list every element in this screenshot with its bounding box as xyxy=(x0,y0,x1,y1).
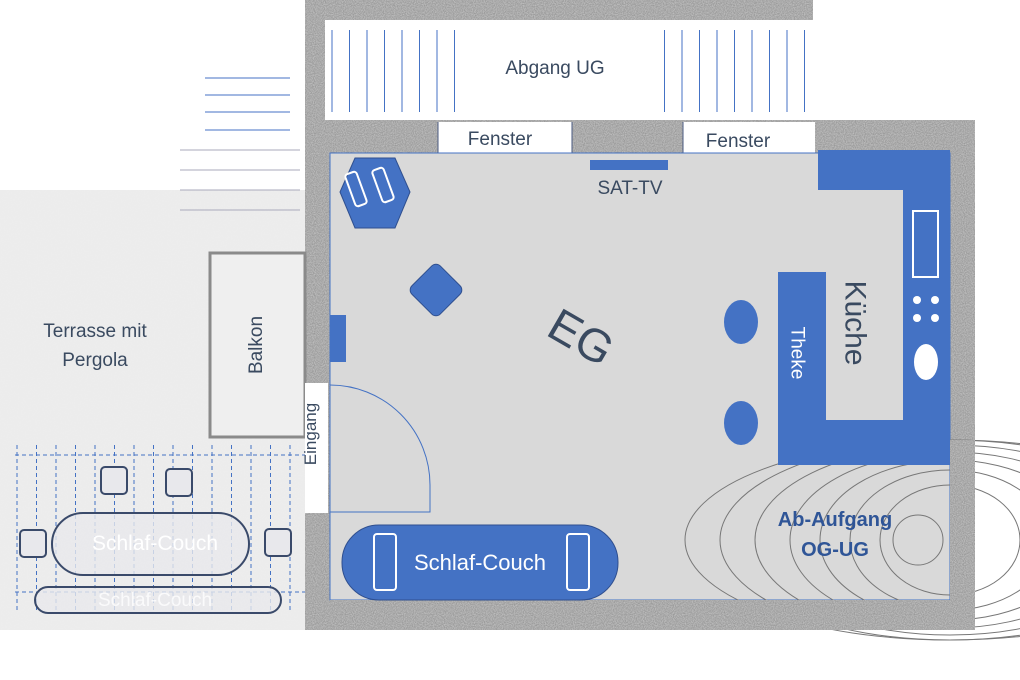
wall-cabinet xyxy=(330,315,346,362)
terrace-sofa-1-label: Schlaf-Couch xyxy=(91,532,219,555)
bar-stool-2 xyxy=(724,401,758,445)
entrance xyxy=(305,383,328,513)
door-swing xyxy=(329,384,431,513)
stove xyxy=(913,296,939,322)
round-sink xyxy=(914,344,938,380)
stairs-down-label: Abgang UG xyxy=(505,58,605,79)
balcony-stairs xyxy=(180,77,300,211)
window-2 xyxy=(683,122,815,155)
balcony-label: Balkon xyxy=(246,315,268,375)
window-2-label: Fenster xyxy=(705,131,771,152)
sofa-bed-label: Schlaf-Couch xyxy=(413,550,547,575)
tv-label: SAT-TV xyxy=(597,178,663,199)
side-table xyxy=(409,263,463,317)
terrace-sofa-2-label: Schlaf-Couch xyxy=(97,590,213,611)
sink xyxy=(912,210,939,278)
counter-label: Theke xyxy=(786,326,808,380)
sofa-bed xyxy=(341,524,619,601)
terrace-furniture xyxy=(19,466,292,614)
entrance-label: Eingang xyxy=(301,402,321,466)
terrace-label: Terrasse mit Pergola xyxy=(43,321,147,371)
stairs-down xyxy=(325,20,813,120)
kitchen-label: Küche xyxy=(838,280,872,366)
window-1-label: Fenster xyxy=(467,129,533,150)
kitchen-counter xyxy=(778,150,950,465)
window-1 xyxy=(438,122,572,155)
stair-steps xyxy=(331,30,805,112)
staircase-label: Ab-Aufgang OG-UG xyxy=(777,509,893,561)
balcony xyxy=(208,251,307,439)
tv xyxy=(590,160,668,170)
bar-stool-1 xyxy=(724,300,758,344)
